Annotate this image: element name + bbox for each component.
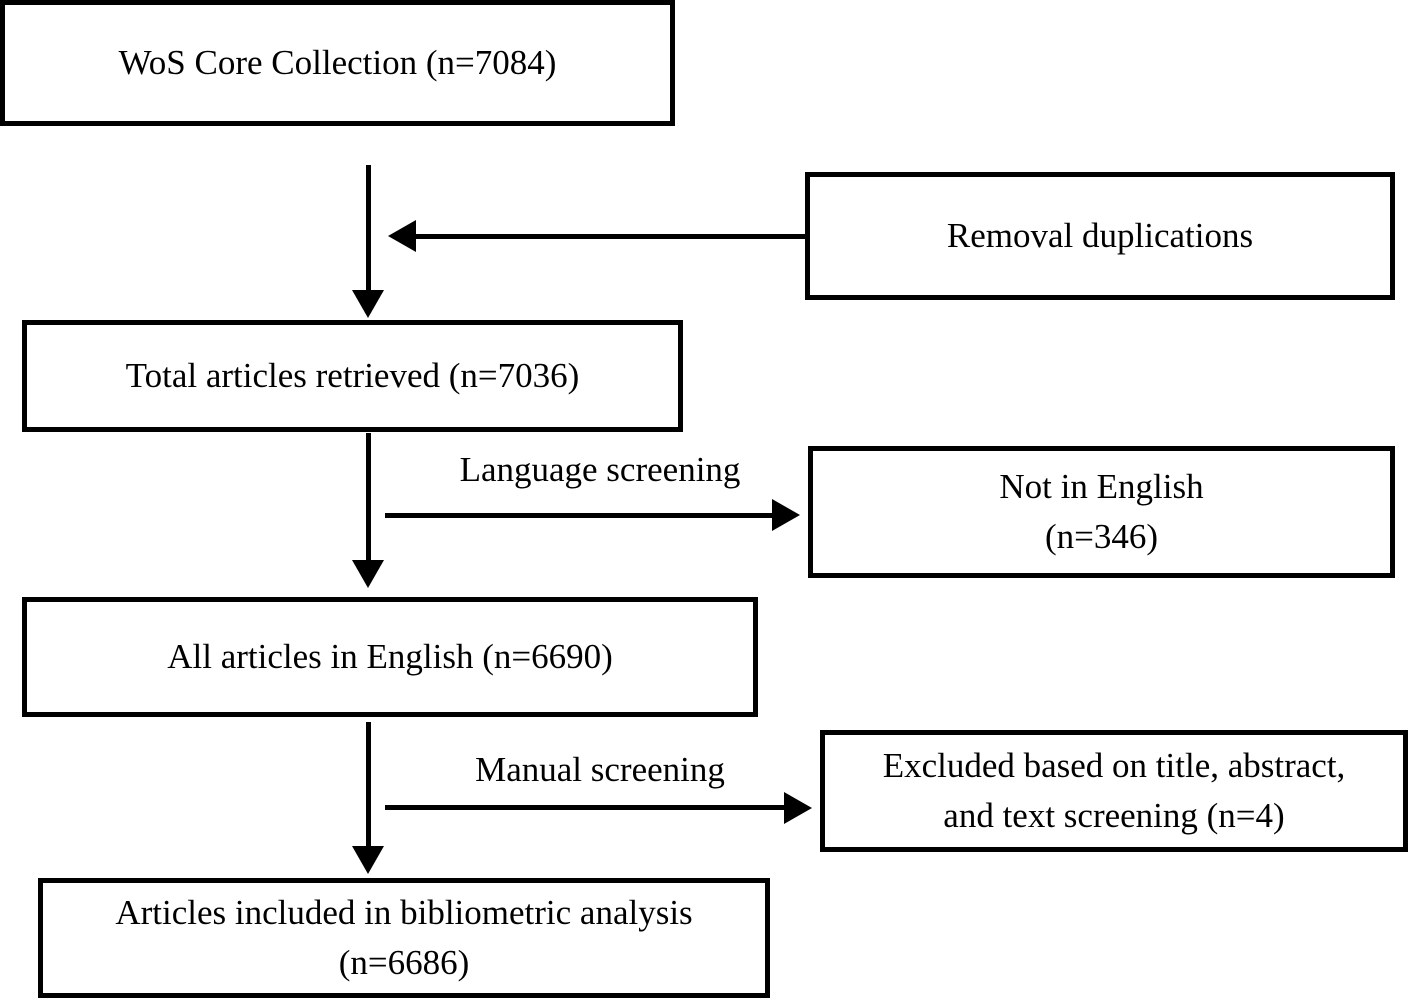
arrow-total-to-english-shaft (366, 433, 371, 562)
arrow-down-icon (352, 290, 384, 318)
node-removal-duplications: Removal duplications (805, 172, 1395, 300)
node-not-in-english-line1: Not in English (999, 467, 1204, 507)
node-excluded-screening-line1: Excluded based on title, abstract, (882, 746, 1346, 786)
arrow-down-icon (352, 560, 384, 588)
edge-label-language-screening: Language screening (459, 450, 741, 489)
node-excluded-screening: Excluded based on title, abstract, and t… (820, 730, 1408, 852)
node-wos-core-collection-label: WoS Core Collection (n=7084) (118, 43, 557, 83)
arrow-language-screening-shaft (385, 513, 774, 518)
arrow-down-icon (352, 846, 384, 874)
arrow-wos-to-total-shaft (366, 165, 371, 294)
node-total-articles-retrieved: Total articles retrieved (n=7036) (22, 320, 683, 432)
node-articles-included-line2: (n=6686) (338, 943, 470, 982)
arrow-manual-screening-shaft (385, 805, 786, 810)
arrow-english-to-included-shaft (366, 722, 371, 848)
edge-label-manual-screening: Manual screening (475, 750, 725, 789)
arrow-right-icon (772, 499, 800, 531)
node-articles-included: Articles included in bibliometric analys… (38, 878, 770, 998)
node-articles-included-line1: Articles included in bibliometric analys… (115, 893, 693, 933)
arrow-removal-to-flow-shaft (414, 234, 805, 239)
node-removal-duplications-label: Removal duplications (946, 216, 1254, 256)
arrow-left-icon (388, 220, 416, 252)
node-total-articles-retrieved-label: Total articles retrieved (n=7036) (125, 356, 580, 396)
node-all-articles-in-english: All articles in English (n=6690) (22, 597, 758, 717)
node-not-in-english: Not in English (n=346) (808, 446, 1395, 578)
node-wos-core-collection: WoS Core Collection (n=7084) (0, 0, 675, 126)
node-not-in-english-line2: (n=346) (1044, 517, 1159, 556)
node-all-articles-in-english-label: All articles in English (n=6690) (167, 637, 613, 677)
arrow-right-icon (784, 792, 812, 824)
node-excluded-screening-line2: and text screening (n=4) (943, 796, 1285, 835)
